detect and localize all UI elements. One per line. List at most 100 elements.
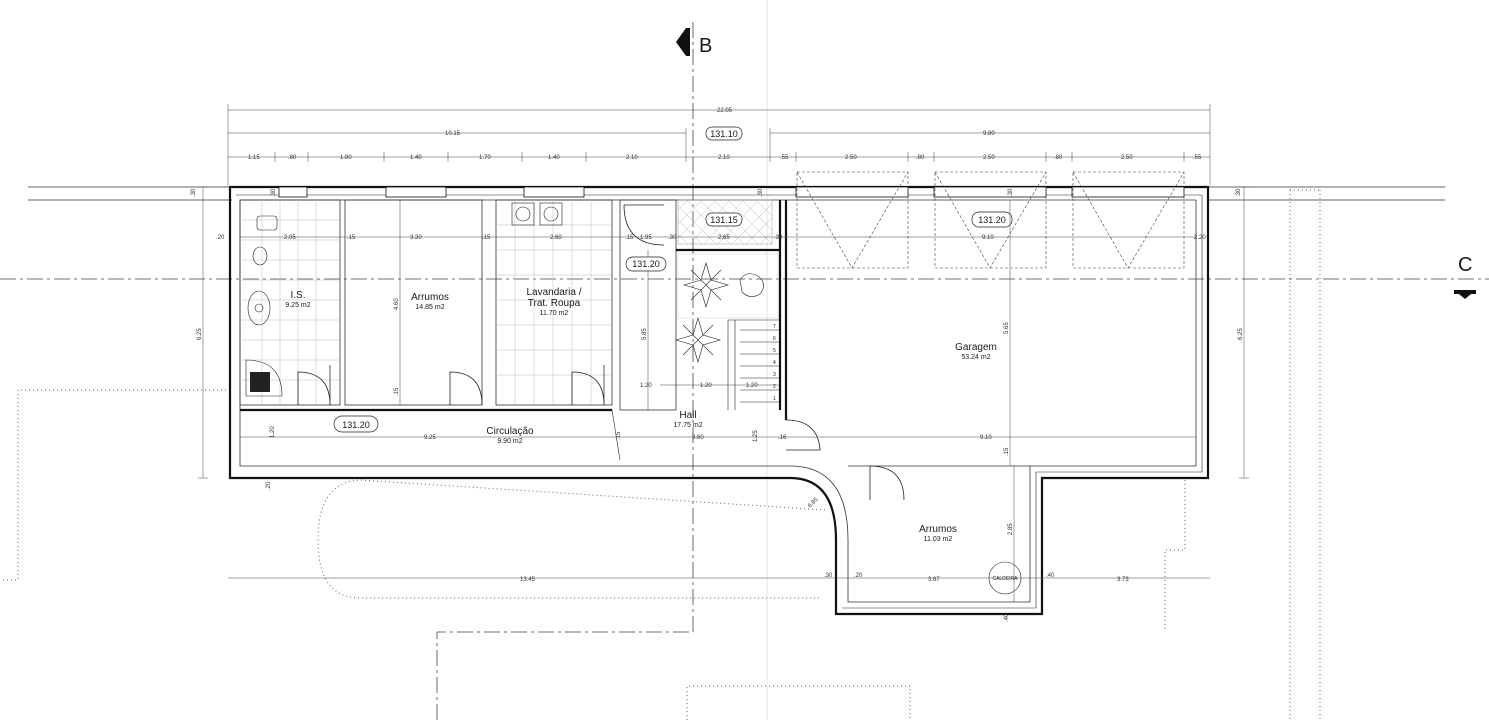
dim-top-13: 2.50 (1121, 155, 1133, 161)
dim-stair-1b: 1.20 (700, 383, 712, 389)
room-arrumos2-area: 11.03 m2 (924, 536, 953, 543)
dim-top-8: .55 (780, 155, 789, 161)
dim-wall-top-r: .30 (1236, 188, 1242, 197)
room-lavandaria-line1: Lavandaria / (526, 287, 581, 298)
dim-top-7: 2.10 (718, 155, 730, 161)
dim-wall-20-arr2: .20 (854, 573, 863, 579)
dim-top-11: 2.50 (983, 155, 995, 161)
dim-top-6: 2.10 (626, 155, 638, 161)
washing-machine-icon (511, 202, 563, 226)
toilet-icon (252, 215, 278, 266)
svg-text:131.10: 131.10 (710, 129, 738, 139)
dim-wall-20-left: .20 (216, 235, 225, 241)
dim-wall-top-is: .30 (271, 188, 277, 197)
dim-top-12: .80 (1054, 155, 1063, 161)
sink-icon (247, 290, 271, 326)
svg-text:131.15: 131.15 (710, 215, 738, 225)
section-line-c (0, 278, 1489, 299)
level-tag-131-10: 131.10 (705, 126, 743, 141)
dim-hall-h: 5.85 (642, 328, 648, 340)
dim-gar-w2: 9.10 (980, 435, 992, 441)
dim-wall-top-l: .30 (191, 188, 197, 197)
svg-text:131.20: 131.20 (342, 420, 370, 430)
dim-lav-w: 2.60 (550, 235, 562, 241)
dim-top-2: 1.80 (340, 155, 352, 161)
dim-stair-1: 1.20 (640, 383, 652, 389)
dim-gar-r: 2.20 (1194, 235, 1206, 241)
dim-hall-b: 2.65 (718, 235, 730, 241)
dim-wall-16: .16 (778, 435, 787, 441)
dim-right-h: 6.25 (1238, 328, 1244, 340)
section-mark-c: C (1458, 254, 1472, 276)
room-is-area: 9.25 m2 (285, 302, 310, 309)
dim-top-4: 1.70 (479, 155, 491, 161)
dim-wall-15-c: .15 (625, 235, 634, 241)
room-lavandaria-area: 11.70 m2 (540, 310, 569, 317)
dim-arr2-h: 2.85 (1008, 523, 1014, 535)
dim-wall-40-b: .40 (1004, 613, 1010, 622)
room-arrumos2-name: Arrumos (919, 524, 957, 535)
svg-text:131.20: 131.20 (978, 215, 1006, 225)
dim-wall-30-a: .30 (668, 235, 677, 241)
site-outline (0, 189, 1321, 720)
stair-step-4: 4 (773, 360, 776, 366)
staircase (727, 319, 780, 410)
dim-wall-top-hall: .30 (758, 188, 764, 197)
room-garagem-name: Garagem (955, 342, 997, 353)
stair-step-2: 2 (773, 384, 776, 390)
dim-wall-15-a: .15 (347, 235, 356, 241)
dim-top-3: 1.40 (410, 155, 422, 161)
section-arrow-icon (676, 28, 686, 56)
dim-circ-w: 9.25 (424, 435, 436, 441)
windows (278, 186, 1185, 198)
boiler-label: CALDEIRA (992, 576, 1018, 582)
svg-text:131.20: 131.20 (632, 259, 660, 269)
dim-wall-30-bottom: .30 (824, 573, 833, 579)
door-swing (297, 204, 905, 501)
dim-gar-h: 5.65 (1004, 322, 1010, 334)
stair-step-7: 7 (773, 324, 776, 330)
room-is-name: I.S. (290, 290, 305, 301)
room-circulacao-area: 9.90 m2 (497, 438, 522, 445)
dim-is-w: 2.05 (284, 235, 296, 241)
level-tag-131-20-garage: 131.20 (971, 211, 1013, 228)
dimension-lines (227, 104, 1211, 185)
dim-arr-w: 3.30 (410, 235, 422, 241)
interior-dimension-lines (228, 200, 1210, 602)
dim-gar-w: 9.10 (982, 235, 994, 241)
dim-stair-2: 1.20 (746, 383, 758, 389)
dim-left-total: 10.15 (445, 131, 461, 137)
dim-top-0: 1.15 (248, 155, 260, 161)
dim-bottom-mid: 3.67 (928, 577, 940, 583)
room-lavandaria-line2: Trat. Roupa (528, 298, 581, 309)
room-arrumos-area: 14.85 m2 (415, 304, 444, 311)
section-line-b (436, 22, 694, 720)
dim-bottom-left: 13.45 (520, 577, 536, 583)
stair-step-6: 6 (773, 336, 776, 342)
room-garagem-area: 53.24 m2 (961, 354, 990, 361)
dim-hall-a: 1.95 (640, 235, 652, 241)
stair-step-3: 3 (773, 372, 776, 378)
dim-wall-top-gar: .30 (1008, 188, 1014, 197)
left-dimensions (198, 186, 1249, 479)
dim-top-14: .55 (1193, 155, 1202, 161)
dim-left-h: 6.25 (197, 328, 203, 340)
dim-hall-w: 3.60 (692, 435, 704, 441)
level-tag-131-15: 131.15 (705, 212, 743, 227)
dim-top-9: 2.50 (845, 155, 857, 161)
room-circulacao-name: Circulação (486, 426, 534, 437)
dim-top-1: .80 (288, 155, 297, 161)
room-hall-area: 17.75 m2 (673, 422, 702, 429)
interior-walls (239, 199, 1030, 467)
dim-arr-h: 4.60 (394, 298, 400, 310)
stair-step-1: 1 (773, 396, 776, 402)
dim-wall-20-bottom: .20 (266, 481, 272, 490)
ground-line (28, 186, 1445, 201)
room-hall-name: Hall (679, 410, 696, 421)
dim-curve: 6.85 (807, 496, 820, 509)
dim-wall-15-b: .15 (482, 235, 491, 241)
shower-icon (245, 359, 283, 397)
level-tag-131-20-circ: 131.20 (333, 415, 379, 433)
dim-wall-15-gar: .15 (1004, 447, 1010, 456)
